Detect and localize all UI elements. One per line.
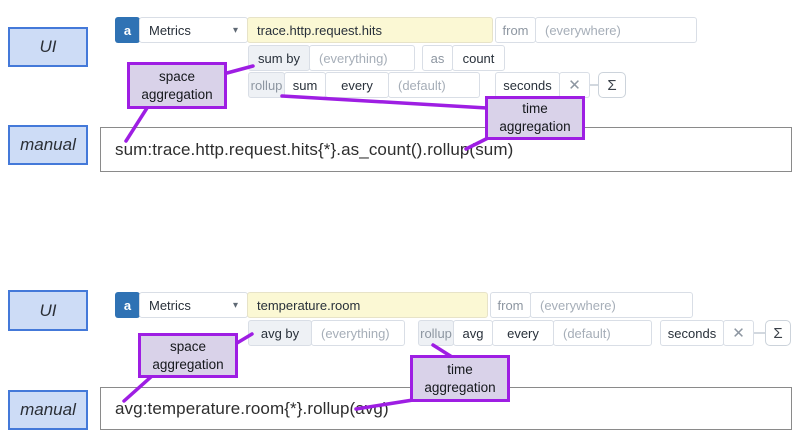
add-function-button[interactable]: Σ bbox=[598, 72, 626, 98]
ui-panel-label: UI bbox=[8, 290, 88, 331]
space-agg-by-input[interactable]: (everything) bbox=[311, 320, 405, 346]
metrics-source-label: Metrics bbox=[149, 297, 191, 313]
metric-name-input[interactable]: trace.http.request.hits bbox=[247, 17, 493, 43]
annotation-time-aggregation: time aggregation bbox=[410, 355, 510, 402]
rollup-unit-dropdown[interactable]: seconds bbox=[495, 72, 560, 98]
close-icon: ✕ bbox=[732, 325, 745, 342]
space-agg-dropdown[interactable]: sum by bbox=[248, 45, 310, 71]
connector-line bbox=[754, 332, 765, 334]
add-function-button[interactable]: Σ bbox=[765, 320, 791, 346]
rollup-fn-dropdown[interactable]: sum bbox=[284, 72, 326, 98]
scope-letter-badge: a bbox=[115, 17, 140, 43]
manual-panel-label: manual bbox=[8, 125, 88, 165]
manual-query-input[interactable]: sum:trace.http.request.hits{*}.as_count(… bbox=[100, 127, 792, 172]
close-icon: ✕ bbox=[568, 77, 581, 94]
from-label: from bbox=[495, 17, 536, 43]
annotation-time-aggregation: time aggregation bbox=[485, 96, 585, 140]
chevron-down-icon: ▾ bbox=[232, 299, 238, 311]
rollup-interval-input[interactable]: (default) bbox=[388, 72, 480, 98]
from-scope-input[interactable]: (everywhere) bbox=[535, 17, 697, 43]
metrics-source-dropdown[interactable]: Metrics ▾ bbox=[139, 17, 248, 43]
remove-query-button[interactable]: ✕ bbox=[559, 72, 590, 98]
as-label: as bbox=[422, 45, 453, 71]
from-label: from bbox=[490, 292, 531, 318]
space-agg-by-input[interactable]: (everything) bbox=[309, 45, 415, 71]
rollup-label: rollup bbox=[418, 320, 454, 346]
ui-panel-label: UI bbox=[8, 27, 88, 67]
every-label: every bbox=[492, 320, 554, 346]
as-count-dropdown[interactable]: count bbox=[452, 45, 505, 71]
rollup-fn-dropdown[interactable]: avg bbox=[453, 320, 493, 346]
space-agg-dropdown[interactable]: avg by bbox=[248, 320, 312, 346]
connector-line bbox=[590, 84, 598, 86]
metrics-source-dropdown[interactable]: Metrics ▾ bbox=[139, 292, 248, 318]
every-label: every bbox=[325, 72, 389, 98]
sigma-icon: Σ bbox=[773, 324, 783, 342]
rollup-unit-dropdown[interactable]: seconds bbox=[660, 320, 724, 346]
from-scope-input[interactable]: (everywhere) bbox=[530, 292, 693, 318]
sigma-icon: Σ bbox=[607, 76, 617, 94]
metrics-source-label: Metrics bbox=[149, 22, 191, 38]
metric-name-input[interactable]: temperature.room bbox=[247, 292, 488, 318]
remove-query-button[interactable]: ✕ bbox=[723, 320, 754, 346]
scope-letter-badge: a bbox=[115, 292, 140, 318]
rollup-interval-input[interactable]: (default) bbox=[553, 320, 652, 346]
chevron-down-icon: ▾ bbox=[232, 24, 238, 36]
annotation-space-aggregation: space aggregation bbox=[127, 62, 227, 109]
annotation-space-aggregation: space aggregation bbox=[138, 333, 238, 378]
manual-panel-label: manual bbox=[8, 390, 88, 430]
rollup-label: rollup bbox=[248, 72, 285, 98]
